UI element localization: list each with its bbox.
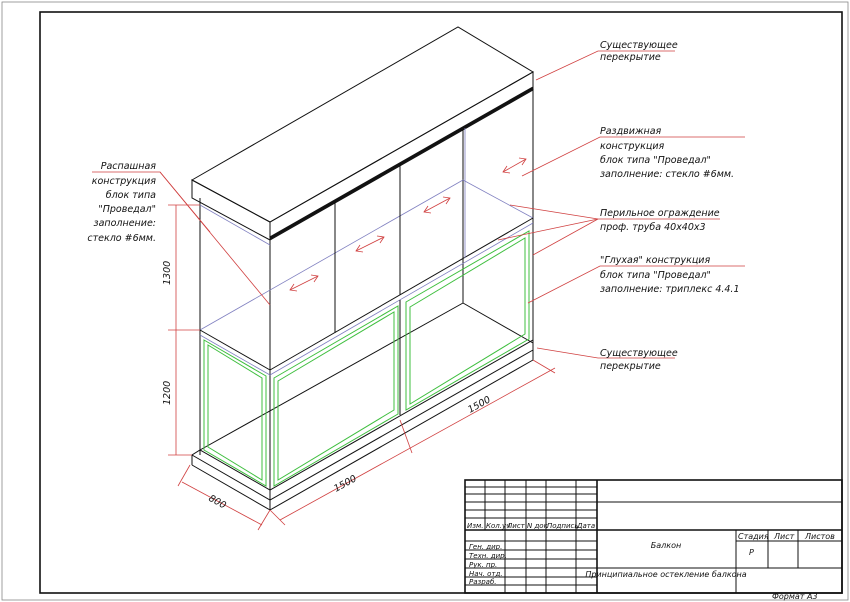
label-sliding: Раздвижная конструкция блок типа "Провед…: [600, 126, 734, 180]
svg-text:Листов: Листов: [804, 532, 835, 541]
svg-text:"Проведал": "Проведал": [98, 204, 156, 215]
svg-text:стекло #6мм.: стекло #6мм.: [87, 233, 156, 244]
upper-slab-top: [190, 26, 534, 223]
drawing-title: Принципиальное остекление балкона: [585, 570, 746, 579]
stage-value: Р: [749, 548, 754, 557]
svg-text:Стадия: Стадия: [738, 532, 769, 541]
svg-text:блок типа: блок типа: [106, 190, 156, 201]
svg-text:заполнение:: заполнение:: [94, 218, 156, 229]
svg-text:заполнение: стекло #6мм.: заполнение: стекло #6мм.: [600, 169, 734, 180]
svg-text:Разраб.: Разраб.: [469, 578, 497, 586]
svg-text:перекрытие: перекрытие: [600, 52, 661, 63]
svg-text:блок типа "Проведал": блок типа "Проведал": [600, 270, 711, 281]
dim-depth: 800: [207, 493, 228, 511]
svg-text:Кол.уч: Кол.уч: [486, 522, 510, 530]
svg-text:N док: N док: [527, 522, 549, 530]
svg-text:"Глухая" конструкция: "Глухая" конструкция: [600, 255, 710, 266]
label-railing: Перильное ограждение проф. труба 40х40х3: [600, 208, 720, 233]
svg-text:конструкция: конструкция: [600, 141, 665, 152]
svg-text:Техн. дир.: Техн. дир.: [469, 552, 507, 560]
drawing-frame: [39, 11, 843, 594]
label-slab-top: Существующее перекрытие: [600, 40, 678, 63]
balcony-isometric: [92, 26, 745, 531]
label-slab-bottom: Существующее перекрытие: [600, 348, 678, 372]
dim-width-left: 1500: [332, 473, 358, 494]
svg-text:Подпись: Подпись: [547, 522, 579, 530]
svg-text:Дата: Дата: [576, 522, 595, 530]
dim-upper-height: 1300: [162, 261, 173, 285]
dim-lower-height: 1200: [162, 381, 173, 405]
svg-text:Распашная: Распашная: [101, 161, 157, 172]
svg-text:Рук. пр.: Рук. пр.: [469, 561, 497, 569]
svg-text:Лист: Лист: [506, 522, 526, 530]
svg-text:Лист: Лист: [773, 532, 795, 541]
svg-text:Нач. отд.: Нач. отд.: [469, 570, 503, 578]
svg-text:блок типа "Проведал": блок типа "Проведал": [600, 155, 711, 166]
svg-text:Перильное ограждение: Перильное ограждение: [600, 208, 720, 219]
label-hinged: Распашная конструкция блок типа "Проведа…: [87, 161, 156, 244]
svg-text:конструкция: конструкция: [92, 176, 157, 187]
svg-text:заполнение: триплекс 4.4.1: заполнение: триплекс 4.4.1: [600, 284, 740, 295]
svg-text:Существующее: Существующее: [600, 40, 678, 51]
label-blind: "Глухая" конструкция блок типа "Проведал…: [600, 255, 740, 295]
svg-text:Раздвижная: Раздвижная: [600, 126, 662, 137]
dim-width-right: 1500: [466, 394, 492, 415]
title-block: Изм. Кол.уч Лист N док Подпись Дата Ген.…: [464, 479, 843, 601]
format-label: Формат А3: [772, 592, 818, 601]
svg-text:Ген. дир.: Ген. дир.: [469, 543, 502, 551]
svg-text:Существующее: Существующее: [600, 348, 678, 359]
svg-text:перекрытие: перекрытие: [600, 361, 661, 372]
svg-text:проф. труба 40х40х3: проф. труба 40х40х3: [600, 222, 706, 233]
object-name: Балкон: [651, 541, 681, 550]
svg-text:Изм.: Изм.: [467, 522, 483, 530]
